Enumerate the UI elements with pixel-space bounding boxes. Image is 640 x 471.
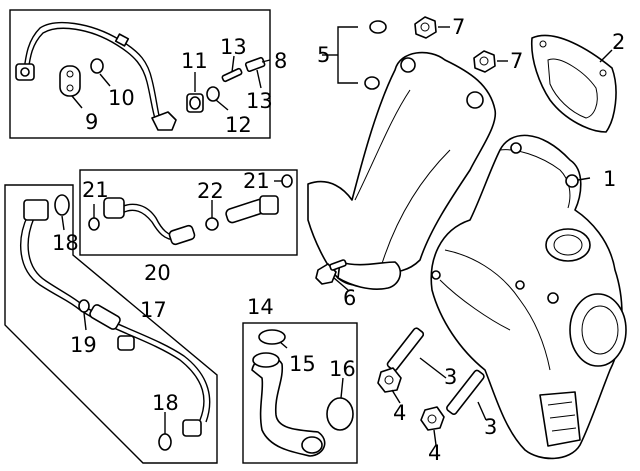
turbocharger-1 (430, 134, 627, 460)
nut-4a (377, 367, 402, 393)
bolt-8 (244, 56, 266, 73)
callout-21b: 21 (243, 169, 270, 193)
washer-5a (369, 20, 387, 34)
callout-3b: 3 (484, 415, 497, 439)
callout-19: 19 (70, 333, 97, 357)
washer-21b (281, 174, 293, 188)
coolant-supply-line (103, 197, 196, 246)
callout-7a: 7 (452, 15, 465, 39)
callout-16: 16 (329, 357, 356, 381)
callout-4b: 4 (428, 441, 441, 465)
callout-5: 5 (317, 43, 330, 67)
banjo-bolt (225, 195, 279, 224)
o-ring-15 (258, 329, 286, 345)
coolant-return-kit-box (4, 184, 218, 464)
callout-11: 11 (181, 49, 208, 73)
callout-21a: 21 (82, 178, 109, 202)
callout-14: 14 (247, 295, 274, 319)
callout-10: 10 (108, 86, 135, 110)
nut-7a (414, 16, 437, 39)
callout-12: 12 (225, 113, 252, 137)
washer-19 (78, 299, 90, 313)
leader-lines (61, 26, 613, 446)
pin-13a (221, 67, 243, 83)
oil-feed-line (15, 22, 177, 131)
callout-17: 17 (140, 298, 167, 322)
fitting-11 (186, 93, 204, 113)
callout-20: 20 (144, 261, 171, 285)
callout-18b: 18 (152, 391, 179, 415)
washer-18b (158, 433, 172, 451)
oil-return-pipe (251, 352, 326, 457)
callout-18a: 18 (52, 231, 79, 255)
washer-18a (54, 194, 70, 216)
washer-10 (90, 58, 104, 74)
stud-3a (386, 327, 425, 372)
gasket-2 (530, 34, 617, 133)
callout-labels: 1 2 3 3 4 4 5 6 7 7 8 9 10 11 12 13 13 1… (52, 15, 625, 465)
heat-shield (307, 51, 497, 290)
bolt-6 (315, 259, 347, 285)
callout-3a: 3 (444, 365, 457, 389)
nut-7b (473, 50, 496, 73)
callout-13a: 13 (220, 35, 247, 59)
callout-15: 15 (289, 352, 316, 376)
callout-13b: 13 (246, 89, 273, 113)
callout-22: 22 (197, 179, 224, 203)
oil-feed-kit-box (9, 9, 271, 139)
callout-6: 6 (343, 286, 356, 310)
callout-8: 8 (274, 49, 287, 73)
callout-4a: 4 (393, 401, 406, 425)
oil-return-kit-box (242, 322, 358, 464)
callout-2: 2 (612, 30, 625, 54)
washer-22 (205, 217, 219, 231)
nut-4b (420, 406, 445, 431)
callout-9: 9 (85, 110, 98, 134)
seal-16 (326, 397, 354, 431)
washer-21a (88, 217, 100, 231)
callout-1: 1 (603, 167, 616, 191)
washer-12 (206, 86, 220, 102)
coolant-line-kit-box (79, 169, 298, 256)
gasket-9 (59, 65, 81, 97)
callout-7b: 7 (510, 49, 523, 73)
washer-5b (364, 76, 380, 90)
stud-3b (446, 369, 485, 415)
